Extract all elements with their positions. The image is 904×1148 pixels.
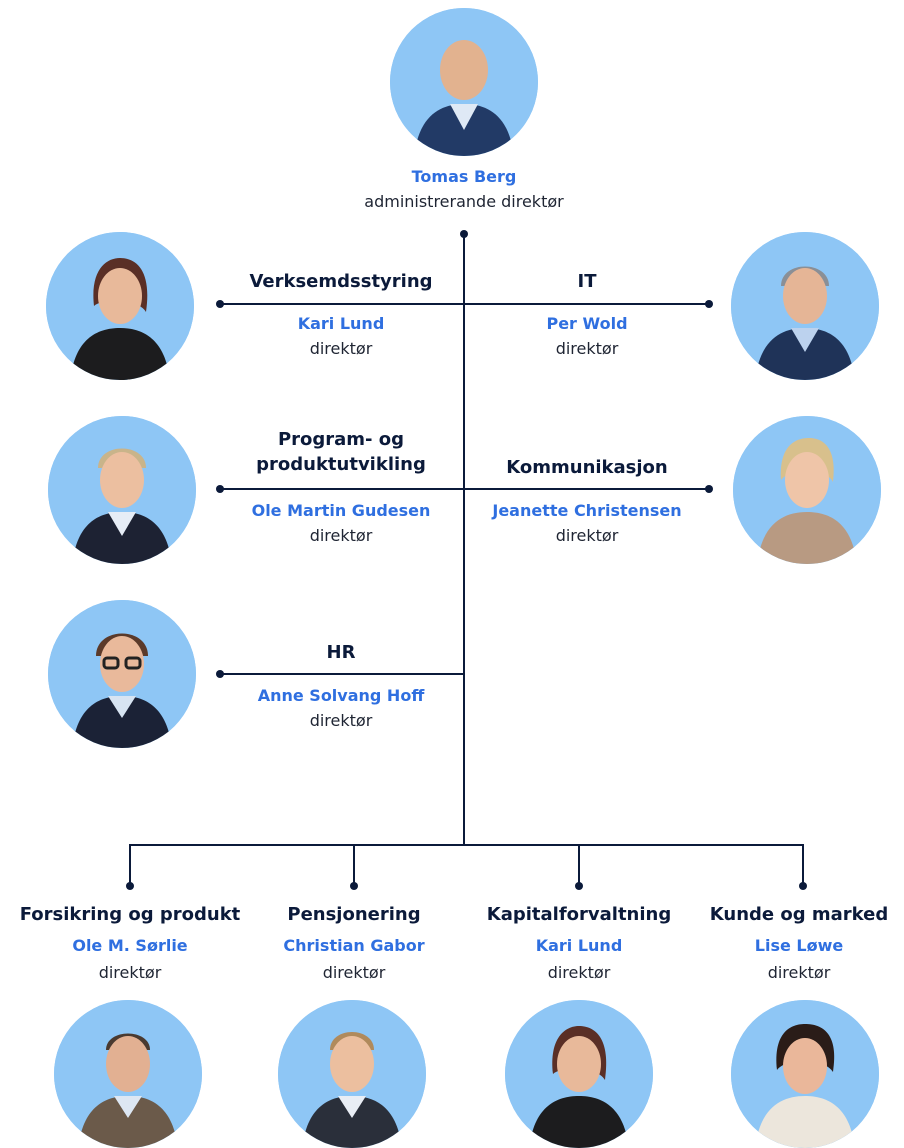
kommunikasjon-name[interactable]: Jeanette Christensen [492, 501, 682, 520]
program-avatar [48, 416, 196, 564]
program-name[interactable]: Ole Martin Gudesen [251, 501, 431, 520]
verksemdsstyring-name[interactable]: Kari Lund [297, 314, 385, 333]
ceo-connector-dot [460, 230, 468, 238]
it-role: direktør [555, 339, 619, 358]
drop-dot-1 [126, 882, 134, 890]
kapital-role: direktør [547, 963, 611, 982]
row3-left-dot [216, 670, 224, 678]
row1-right-dot [705, 300, 713, 308]
hr-title: HR [326, 642, 356, 663]
forsikring-name[interactable]: Ole M. Sørlie [72, 936, 188, 955]
kapital-name[interactable]: Kari Lund [535, 936, 623, 955]
forsikring-avatar [54, 1000, 202, 1148]
row2-horizontal-line [219, 488, 709, 490]
row1-left-dot [216, 300, 224, 308]
pensjonering-name[interactable]: Christian Gabor [283, 936, 425, 955]
bottom-horizontal-line [129, 844, 804, 846]
verksemdsstyring-role: direktør [309, 339, 373, 358]
drop-line-3 [578, 844, 580, 886]
hr-role: direktør [309, 711, 373, 730]
drop-line-4 [802, 844, 804, 886]
kapital-title: Kapitalforvaltning [486, 904, 672, 925]
hr-name[interactable]: Anne Solvang Hoff [257, 686, 425, 705]
row2-left-dot [216, 485, 224, 493]
kommunikasjon-title: Kommunikasjon [506, 457, 668, 478]
hr-avatar [48, 600, 196, 748]
drop-line-1 [129, 844, 131, 886]
drop-dot-4 [799, 882, 807, 890]
kunde-role: direktør [767, 963, 831, 982]
program-title-line2: produktutvikling [256, 454, 426, 475]
it-title: IT [577, 271, 597, 292]
pensjonering-role: direktør [322, 963, 386, 982]
kommunikasjon-role: direktør [555, 526, 619, 545]
program-title-line1: Program- og [277, 429, 405, 450]
program-role: direktør [309, 526, 373, 545]
forsikring-role: direktør [98, 963, 162, 982]
it-avatar [731, 232, 879, 380]
verksemdsstyring-title: Verksemdsstyring [249, 271, 433, 292]
it-name[interactable]: Per Wold [546, 314, 628, 333]
ceo-role: administrerande direktør [364, 192, 564, 211]
row3-horizontal-line [219, 673, 464, 675]
drop-line-2 [353, 844, 355, 886]
pensjonering-avatar [278, 1000, 426, 1148]
verksemdsstyring-avatar [46, 232, 194, 380]
pensjonering-title: Pensjonering [287, 904, 421, 925]
row2-right-dot [705, 485, 713, 493]
ceo-avatar [390, 8, 538, 156]
row1-horizontal-line [219, 303, 709, 305]
ceo-name[interactable]: Tomas Berg [411, 167, 517, 186]
main-vertical-line [463, 233, 465, 845]
kapital-avatar [505, 1000, 653, 1148]
drop-dot-3 [575, 882, 583, 890]
kunde-title: Kunde og marked [709, 904, 889, 925]
drop-dot-2 [350, 882, 358, 890]
forsikring-title: Forsikring og produkt [19, 904, 241, 925]
kommunikasjon-avatar [733, 416, 881, 564]
kunde-name[interactable]: Lise Løwe [754, 936, 844, 955]
kunde-avatar [731, 1000, 879, 1148]
